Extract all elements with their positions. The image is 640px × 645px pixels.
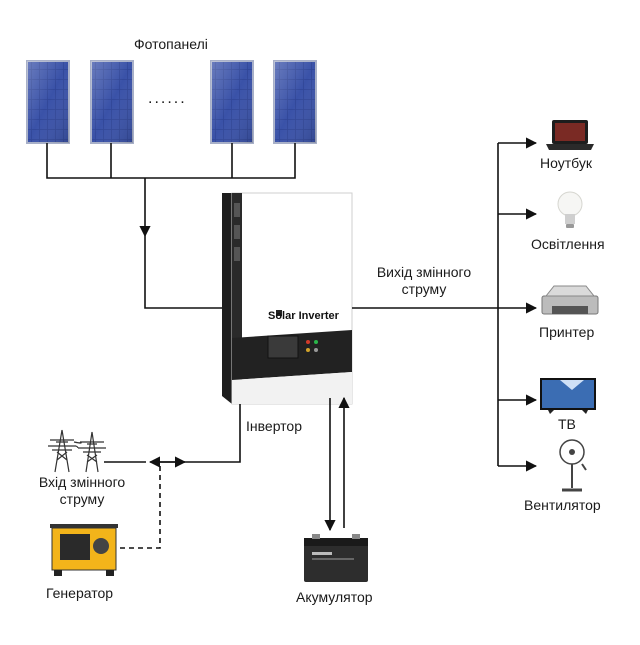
panel-ellipsis: ...... xyxy=(148,90,187,107)
ac-input-label: Вхід змінного струму xyxy=(38,474,126,507)
battery-wiring xyxy=(324,396,350,532)
solar-panel-3 xyxy=(210,60,254,144)
load-label-lighting: Освітлення xyxy=(531,236,605,252)
inverter-brand: Solar Inverter xyxy=(268,310,339,322)
generator-icon xyxy=(50,524,118,576)
inverter-unit xyxy=(222,192,353,405)
solar-panel-4 xyxy=(273,60,317,144)
ac-input-wiring xyxy=(104,404,241,549)
fan-icon xyxy=(559,439,587,492)
battery-icon xyxy=(304,534,368,582)
load-label-tv: ТВ xyxy=(558,416,576,432)
inverter-label: Інвертор xyxy=(246,418,302,434)
panel-wiring xyxy=(46,143,296,309)
ac-output-wiring xyxy=(352,137,538,472)
solar-panel-1 xyxy=(26,60,70,144)
solar-panels-label: Фотопанелі xyxy=(134,36,208,52)
laptop-icon xyxy=(546,120,594,150)
power-tower-icon xyxy=(48,429,106,473)
tv-icon xyxy=(540,378,596,414)
load-label-printer: Принтер xyxy=(539,324,595,340)
light-bulb-icon xyxy=(557,191,583,228)
load-label-fan: Вентилятор xyxy=(524,497,601,513)
ac-output-label: Вихід змінного струму xyxy=(376,264,472,297)
generator-label: Генератор xyxy=(46,585,114,601)
battery-label: Акумулятор xyxy=(296,589,373,605)
load-label-laptop: Ноутбук xyxy=(540,155,592,171)
printer-icon xyxy=(541,285,599,315)
solar-panel-2 xyxy=(90,60,134,144)
